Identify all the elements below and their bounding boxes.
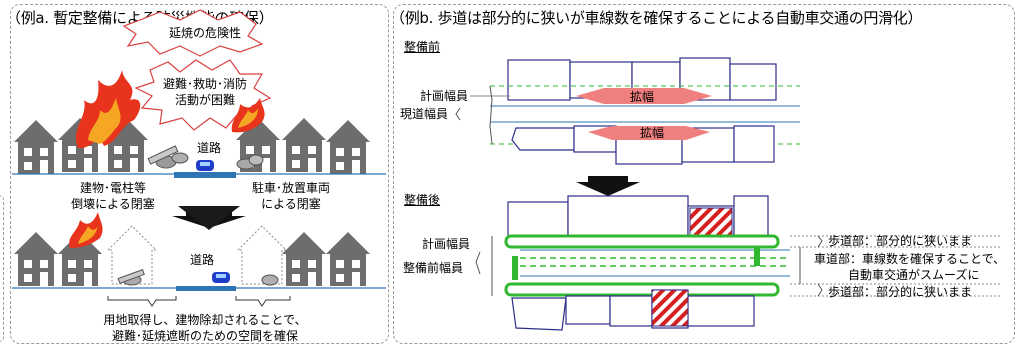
panel-b xyxy=(393,4,1015,344)
car-bottom-icon xyxy=(212,272,230,283)
road-strip-top xyxy=(174,172,236,178)
planned-width-bottom-label: 計画幅員 xyxy=(422,237,471,251)
panel-b-title: （例b. 歩道は部分的に狭いが車線数を確保することによる自動車交通の円滑化） xyxy=(390,9,923,27)
widen-label-1: 拡幅 xyxy=(630,90,655,104)
collapse-label-1: 建物･電柱等 xyxy=(79,181,146,195)
sidewalk-top-strip xyxy=(504,234,780,249)
sidewalk-bottom-strip xyxy=(504,282,780,297)
green-post-left xyxy=(512,256,518,280)
brace-left xyxy=(107,296,177,307)
sidewalk-top-label: 歩道部：部分的に狭いまま xyxy=(828,234,973,248)
before-label: 整備前 xyxy=(404,40,441,54)
planned-width-top-label: 計画幅員 xyxy=(420,89,469,103)
brace-right xyxy=(235,296,291,307)
widen-arrow-bottom xyxy=(588,126,710,140)
green-post-right xyxy=(754,248,760,266)
after-label: 整備後 xyxy=(404,193,441,207)
dim-current xyxy=(455,107,461,121)
down-arrow-a-head xyxy=(178,206,240,230)
caption-line-2: 避難･延焼遮断のための空間を確保 xyxy=(111,329,298,343)
dim-planned-top xyxy=(489,85,493,145)
down-arrow-b xyxy=(576,176,640,196)
car-top-icon xyxy=(196,160,214,171)
danger-label: 延焼の危険性 xyxy=(168,26,241,40)
bracket-sidewalk-top xyxy=(817,235,823,248)
pre-width-label: 整備前幅員 xyxy=(403,261,464,275)
hatch-block-bottom xyxy=(651,289,689,327)
sidewalk-bottom-label: 歩道部：部分的に狭いまま xyxy=(828,285,973,299)
caption-line-1: 用地取得し、建物除却されることで、 xyxy=(103,313,307,327)
debris-bottom xyxy=(117,269,279,286)
dim-pre-width xyxy=(475,251,481,275)
difficulty-label-2: 活動が困難 xyxy=(174,93,235,107)
fire-flames-top xyxy=(75,70,265,149)
panel-a xyxy=(10,4,389,344)
widen-arrow-top xyxy=(576,88,712,104)
fire-flames-bottom xyxy=(69,212,103,248)
bracket-sidewalk-bottom xyxy=(817,283,823,297)
widen-label-2: 拡幅 xyxy=(640,126,665,140)
roadway-label-2: 自動車交通がスムーズに xyxy=(848,268,980,282)
current-width-label: 現道幅員 xyxy=(400,107,449,121)
difficulty-label-1: 避難･救助･消防 xyxy=(162,77,247,91)
danger-burst xyxy=(122,9,264,57)
debris-top xyxy=(147,145,264,170)
hatch-block-top xyxy=(689,207,733,239)
collapse-label-2: 倒壊による閉塞 xyxy=(71,197,155,211)
parking-label-1: 駐車･放置車両 xyxy=(251,181,330,195)
parking-label-2: による閉塞 xyxy=(261,197,321,211)
road-label-top: 道路 xyxy=(197,141,222,155)
road-label-bottom: 道路 xyxy=(190,253,215,267)
roadway-label-1: 車道部：車線数を確保することで、 xyxy=(814,252,1006,266)
road-strip-bottom xyxy=(176,286,236,291)
